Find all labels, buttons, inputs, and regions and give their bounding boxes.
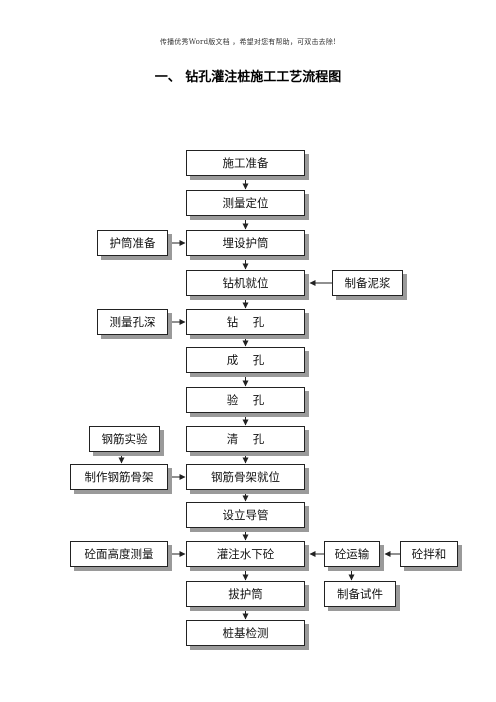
side-prepare-specimens: 制备试件 — [324, 581, 396, 607]
step-survey-positioning: 测量定位 — [186, 190, 305, 216]
step-rebar-cage-placement: 钢筋骨架就位 — [186, 464, 305, 490]
side-mud-preparation: 制备泥浆 — [332, 270, 403, 296]
step-hole-cleaning: 清 孔 — [186, 426, 305, 452]
side-fabricate-rebar-cage: 制作钢筋骨架 — [70, 464, 168, 490]
step-hole-inspection: 验 孔 — [186, 387, 305, 413]
step-pull-casing: 拔护筒 — [186, 581, 305, 607]
step-construction-preparation: 施工准备 — [186, 150, 305, 176]
step-install-tremie: 设立导管 — [186, 502, 305, 528]
side-concrete-transport: 砼运输 — [324, 541, 380, 567]
step-pile-testing: 桩基检测 — [186, 620, 305, 646]
side-casing-preparation: 护筒准备 — [97, 230, 168, 256]
side-concrete-mixing: 砼拌和 — [400, 541, 458, 567]
step-drilling: 钻 孔 — [186, 309, 305, 335]
page-title: 一、 钻孔灌注桩施工工艺流程图 — [154, 70, 342, 85]
step-rig-positioning: 钻机就位 — [186, 270, 305, 296]
step-bury-casing: 埋设护筒 — [186, 230, 305, 256]
side-concrete-level-measurement: 砼面高度测量 — [70, 541, 168, 567]
side-rebar-testing: 钢筋实验 — [89, 426, 160, 452]
step-hole-formed: 成 孔 — [186, 347, 305, 373]
side-measure-hole-depth: 测量孔深 — [97, 309, 168, 335]
header-note: 传播优秀Word版文档 ，希望对您有帮助，可双击去除! — [159, 38, 337, 46]
step-underwater-concrete-pour: 灌注水下砼 — [186, 541, 305, 567]
